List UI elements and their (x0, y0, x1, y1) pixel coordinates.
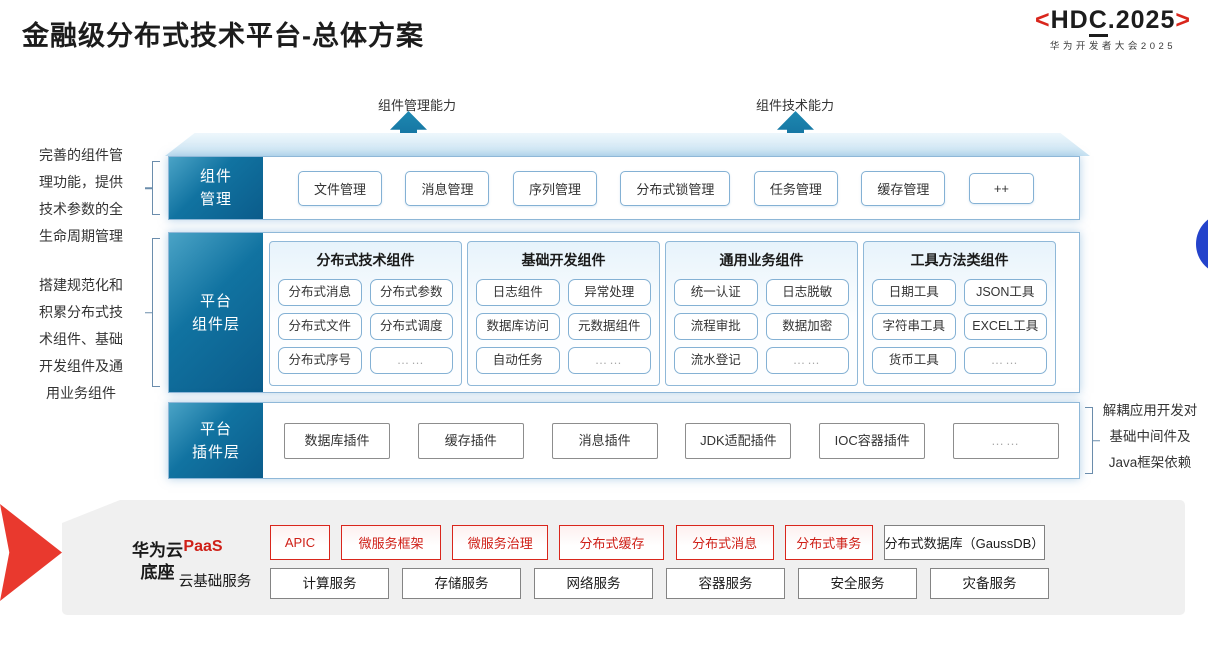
column-grid: 日志组件 异常处理 数据库访问 元数据组件 自动任务 …… (476, 279, 651, 374)
component-box: 分布式调度 (369, 313, 453, 340)
component-box: 分布式序号 (278, 347, 362, 374)
column-basic-dev: 基础开发组件 日志组件 异常处理 数据库访问 元数据组件 自动任务 …… (467, 241, 660, 386)
component-management-label: 组件 管理 (169, 157, 263, 219)
component-box-ellipsis: …… (369, 347, 453, 374)
component-box: 流水登记 (674, 347, 758, 374)
component-box: 分布式文件 (278, 313, 362, 340)
component-box: 任务管理 (753, 170, 838, 206)
plugin-box-ellipsis: …… (952, 422, 1059, 459)
component-box: JSON工具 (963, 279, 1047, 306)
platform-roof-shape (165, 133, 1090, 156)
component-box: 日志脱敏 (765, 279, 849, 306)
component-box-ellipsis: …… (963, 347, 1047, 374)
plugin-box: 消息插件 (551, 422, 658, 459)
paas-database-box: 分布式数据库（GaussDB） (883, 525, 1045, 560)
column-grid: 分布式消息 分布式参数 分布式文件 分布式调度 分布式序号 …… (278, 279, 453, 374)
component-management-row: 组件 管理 文件管理 消息管理 序列管理 分布式锁管理 任务管理 缓存管理 ++ (168, 156, 1080, 220)
iaas-service-box: 计算服务 (270, 568, 389, 599)
hdc-logo-subtitle: 华为开发者大会2025 (1049, 41, 1177, 52)
component-management-items: 文件管理 消息管理 序列管理 分布式锁管理 任务管理 缓存管理 ++ (263, 157, 1079, 219)
component-box: 序列管理 (512, 170, 597, 206)
paas-service-box: 分布式缓存 (559, 525, 665, 560)
platform-component-layer-label: 平台 组件层 (169, 233, 263, 392)
iaas-service-box: 安全服务 (798, 568, 917, 599)
red-arrow-icon (0, 504, 62, 601)
component-box: 统一认证 (674, 279, 758, 306)
plugin-box: 数据库插件 (284, 422, 390, 459)
component-box: 异常处理 (567, 279, 651, 306)
paas-label: PaaS (183, 538, 223, 555)
component-box: 消息管理 (405, 170, 490, 206)
component-box: 日期工具 (872, 279, 956, 306)
component-box: 日志组件 (476, 279, 560, 306)
component-box: 自动任务 (476, 347, 560, 374)
component-box-ellipsis: …… (765, 347, 849, 374)
note-component-management: 完善的组件管 理功能，提供 技术参数的全 生命周期管理 (39, 147, 123, 244)
iaas-label: 云基础服务 (178, 574, 252, 590)
iaas-service-box: 网络服务 (534, 568, 653, 599)
component-box: 数据库访问 (476, 313, 560, 340)
page-title: 金融级分布式技术平台-总体方案 (22, 21, 424, 51)
column-header: 分布式技术组件 (316, 252, 415, 268)
component-box-more: ++ (968, 172, 1034, 204)
paas-service-box: 分布式消息 (675, 525, 774, 560)
component-box: 货币工具 (872, 347, 956, 374)
logo-right-bracket: > (1175, 6, 1191, 34)
platform-plugin-layer-label: 平台 插件层 (169, 403, 263, 478)
paas-service-box: 微服务治理 (452, 525, 549, 560)
plugin-box: 缓存插件 (417, 422, 524, 459)
column-common-business: 通用业务组件 统一认证 日志脱敏 流程审批 数据加密 流水登记 …… (665, 241, 858, 386)
blue-circle-decoration (1196, 213, 1208, 275)
logo-name-pre: HD (1050, 6, 1089, 34)
column-header: 工具方法类组件 (910, 252, 1009, 268)
capability-label-technical: 组件技术能力 (755, 98, 834, 113)
column-header: 通用业务组件 (719, 252, 804, 268)
hdc-logo-text: <HDC.2025> (1022, 6, 1204, 37)
column-distributed-tech: 分布式技术组件 分布式消息 分布式参数 分布式文件 分布式调度 分布式序号 …… (269, 241, 462, 386)
column-grid: 日期工具 JSON工具 字符串工具 EXCEL工具 货币工具 …… (872, 279, 1047, 374)
component-box-ellipsis: …… (567, 347, 651, 374)
component-box: 字符串工具 (872, 313, 956, 340)
left-bracket-row2 (152, 238, 160, 387)
column-header: 基础开发组件 (521, 252, 606, 268)
iaas-services-row: 计算服务 存储服务 网络服务 容器服务 安全服务 灾备服务 (270, 568, 1049, 599)
capability-label-management: 组件管理能力 (377, 98, 456, 113)
paas-service-box: 分布式事务 (784, 525, 873, 560)
note-platform-components: 搭建规范化和 积累分布式技 术组件、基础 开发组件及通 用业务组件 (39, 277, 123, 401)
iaas-service-box: 存储服务 (402, 568, 521, 599)
hdc-2025-logo: <HDC.2025> 华为开发者大会2025 (1022, 6, 1204, 52)
component-box: 分布式消息 (278, 279, 362, 306)
component-box: EXCEL工具 (963, 313, 1047, 340)
component-box: 流程审批 (674, 313, 758, 340)
plugin-box: IOC容器插件 (819, 422, 926, 459)
iaas-service-box: 容器服务 (666, 568, 785, 599)
paas-service-box: 微服务框架 (341, 525, 442, 560)
right-bracket-row3 (1085, 407, 1093, 474)
left-bracket-row1 (152, 161, 160, 215)
cloud-base-label: 华为云 底座 (132, 541, 183, 582)
platform-component-columns: 分布式技术组件 分布式消息 分布式参数 分布式文件 分布式调度 分布式序号 ……… (269, 241, 1056, 386)
paas-service-box: APIC (270, 525, 330, 560)
plugin-box: JDK适配插件 (685, 422, 792, 459)
logo-name-underlined: C (1088, 6, 1108, 37)
paas-services-row: APIC 微服务框架 微服务治理 分布式缓存 分布式消息 分布式事务 分布式数据… (270, 525, 1045, 560)
iaas-service-box: 灾备服务 (930, 568, 1049, 599)
column-tool-methods: 工具方法类组件 日期工具 JSON工具 字符串工具 EXCEL工具 货币工具 …… (863, 241, 1056, 386)
note-decoupling: 解耦应用开发对 基础中间件及 Java框架依赖 (1102, 403, 1198, 470)
component-box: 文件管理 (298, 170, 383, 206)
platform-component-layer-row: 平台 组件层 分布式技术组件 分布式消息 分布式参数 分布式文件 分布式调度 分… (168, 232, 1080, 393)
component-box: 分布式锁管理 (620, 170, 731, 206)
component-box: 数据加密 (765, 313, 849, 340)
platform-plugin-layer-row: 平台 插件层 数据库插件 缓存插件 消息插件 JDK适配插件 IOC容器插件 …… (168, 402, 1080, 479)
component-box: 缓存管理 (861, 170, 946, 206)
component-box: 分布式参数 (369, 279, 453, 306)
column-grid: 统一认证 日志脱敏 流程审批 数据加密 流水登记 …… (674, 279, 849, 374)
logo-name-post: .2025 (1107, 6, 1176, 34)
huawei-cloud-base-panel: 华为云 底座 PaaS 云基础服务 APIC 微服务框架 微服务治理 分布式缓存… (62, 500, 1185, 615)
platform-plugin-items: 数据库插件 缓存插件 消息插件 JDK适配插件 IOC容器插件 …… (263, 403, 1079, 478)
logo-left-bracket: < (1035, 6, 1051, 34)
component-box: 元数据组件 (567, 313, 651, 340)
